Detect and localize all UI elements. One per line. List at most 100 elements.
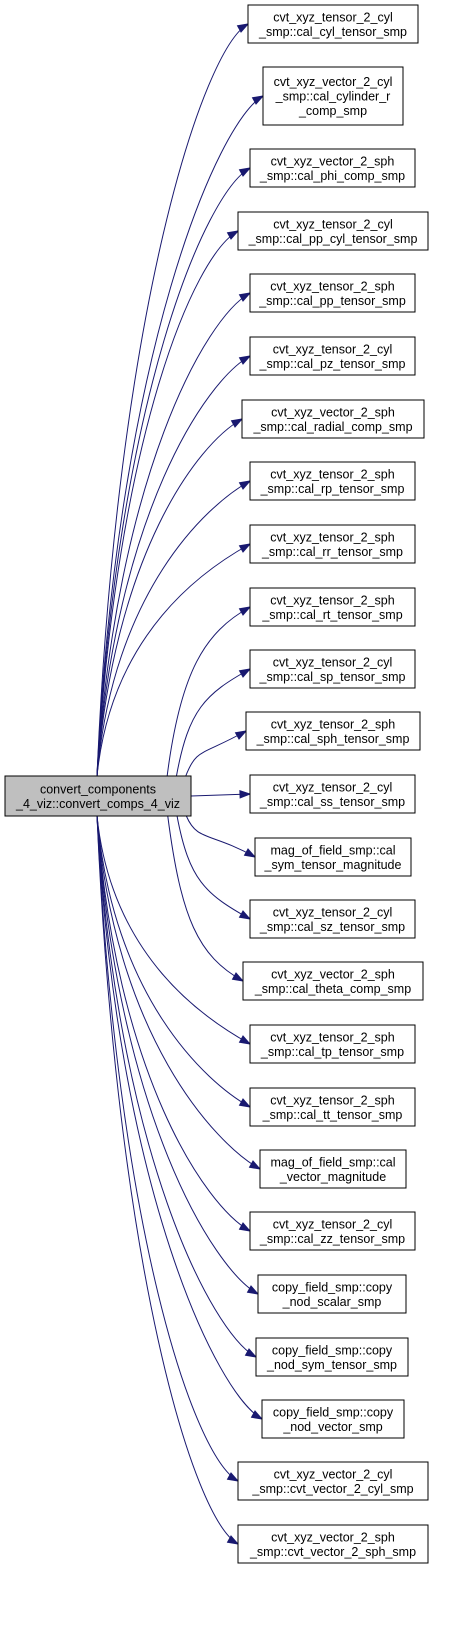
callee-node[interactable]: cvt_xyz_tensor_2_cyl_smp::cal_ss_tensor_… [249,774,416,814]
callee-node-box [249,1211,416,1251]
callee-node[interactable]: cvt_xyz_tensor_2_sph_smp::cal_tp_tensor_… [249,1024,416,1064]
callee-node[interactable]: cvt_xyz_tensor_2_sph_smp::cal_tt_tensor_… [249,1087,416,1127]
callee-node[interactable]: copy_field_smp::copy_nod_vector_smp [261,1399,405,1439]
edge-line [96,292,251,777]
callee-node-label-line: copy_field_smp::copy [272,1343,393,1357]
callee-node-box [259,1149,407,1189]
edge-arrowhead [238,355,252,365]
call-edge [96,292,252,777]
callee-node-label-line: _smp::cal_theta_comp_smp [254,982,411,996]
callee-node-box [249,336,416,376]
callee-node[interactable]: copy_field_smp::copy_nod_sym_tensor_smp [255,1337,409,1377]
edge-line [96,543,251,777]
callee-node-label-line: cvt_xyz_tensor_2_sph [270,530,394,544]
callee-node-box [249,774,416,814]
edge-line [96,815,261,1170]
call-edge [185,815,257,858]
callee-node-label-line: cvt_xyz_vector_2_cyl [274,75,393,89]
callee-node-label-line: _nod_vector_smp [282,1420,382,1434]
edge-arrowhead [234,730,248,740]
callee-node-box [254,837,412,877]
call-edge [176,815,252,920]
edge-line [96,815,251,1045]
callee-node-label-line: cvt_xyz_vector_2_sph [271,405,395,419]
callee-node-box [247,4,419,44]
call-edge [96,355,252,777]
edge-line [167,815,244,982]
callee-node-label-line: cvt_xyz_tensor_2_cyl [273,655,393,669]
call-edges [96,23,265,1545]
edge-arrowhead [231,972,245,982]
callee-node-box [242,961,424,1001]
callee-node-box [249,649,416,689]
call-edge [190,790,252,799]
edge-arrowhead [236,23,250,33]
edge-arrowhead [230,418,244,428]
callee-node[interactable]: cvt_xyz_vector_2_sph_smp::cal_theta_comp… [242,961,424,1001]
call-edge [96,95,265,777]
call-edge [96,815,262,1170]
callee-node-label-line: cvt_xyz_vector_2_sph [271,154,395,168]
call-edge [185,730,248,777]
callee-node[interactable]: cvt_xyz_tensor_2_cyl_smp::cal_sz_tensor_… [249,899,416,939]
callee-node[interactable]: cvt_xyz_vector_2_sph_smp::cal_radial_com… [241,399,425,439]
callee-node[interactable]: mag_of_field_smp::cal_sym_tensor_magnitu… [254,837,412,877]
callee-node[interactable]: cvt_xyz_tensor_2_sph_smp::cal_sph_tensor… [245,711,421,751]
call-edge [96,815,258,1358]
callee-node[interactable]: cvt_xyz_vector_2_sph_smp::cal_phi_comp_s… [249,148,416,188]
callee-node-label-line: cvt_xyz_tensor_2_cyl [273,780,393,794]
edge-line [96,480,251,777]
callee-node-label-line: mag_of_field_smp::cal [270,1155,395,1169]
call-edge [96,543,252,777]
callee-node[interactable]: cvt_xyz_tensor_2_cyl_smp::cal_cyl_tensor… [247,4,419,44]
edge-arrowhead [244,1348,258,1358]
callee-node-label-line: _smp::cal_sph_tensor_smp [256,732,410,746]
callee-node-box [249,273,416,313]
call-edge [96,167,252,777]
callee-node[interactable]: copy_field_smp::copy_nod_scalar_smp [257,1274,407,1314]
callee-node[interactable]: cvt_xyz_tensor_2_cyl_smp::cal_zz_tensor_… [249,1211,416,1251]
call-nodes: convert_components_4_viz::convert_comps_… [4,4,429,1564]
callee-node-box [262,66,404,126]
root-function-node[interactable]: convert_components_4_viz::convert_comps_… [4,775,192,817]
edge-arrowhead [238,167,252,177]
callee-node[interactable]: cvt_xyz_tensor_2_sph_smp::cal_rp_tensor_… [249,461,416,501]
callee-node-label-line: cvt_xyz_tensor_2_cyl [273,342,393,356]
callee-node-box [249,1024,416,1064]
callee-node[interactable]: cvt_xyz_tensor_2_cyl_smp::cal_pz_tensor_… [249,336,416,376]
callee-node[interactable]: mag_of_field_smp::cal_vector_magnitude [259,1149,407,1189]
edge-line [96,815,251,1108]
call-edge [96,815,260,1295]
edge-arrowhead [238,480,252,490]
call-edge [166,606,252,777]
callee-node[interactable]: cvt_xyz_vector_2_sph_smp::cvt_vector_2_s… [237,1524,429,1564]
edge-line [96,815,239,1545]
callee-node[interactable]: cvt_xyz_tensor_2_cyl_smp::cal_sp_tensor_… [249,649,416,689]
callee-node-label-line: cvt_xyz_tensor_2_sph [270,593,394,607]
edge-arrowhead [226,1535,240,1545]
callee-node-box [237,211,429,251]
callee-node-box [245,711,421,751]
edge-line [96,815,257,1358]
edge-arrowhead [243,848,257,858]
callee-node-label-line: _smp::cal_rr_tensor_smp [261,545,403,559]
edge-arrowhead [238,1035,252,1045]
edge-arrowhead [238,1222,252,1232]
callee-node[interactable]: cvt_xyz_tensor_2_sph_smp::cal_rr_tensor_… [249,524,416,564]
callee-node-label-line: cvt_xyz_tensor_2_sph [270,467,394,481]
edge-arrowhead [238,1098,252,1108]
callee-node[interactable]: cvt_xyz_vector_2_cyl_smp::cal_cylinder_r… [262,66,404,126]
callee-node[interactable]: cvt_xyz_vector_2_cyl_smp::cvt_vector_2_c… [237,1461,429,1501]
callee-node[interactable]: cvt_xyz_tensor_2_cyl_smp::cal_pp_cyl_ten… [237,211,429,251]
callee-node[interactable]: cvt_xyz_tensor_2_sph_smp::cal_rt_tensor_… [249,587,416,627]
callee-node-label-line: _smp::cal_rt_tensor_smp [261,608,402,622]
edge-line [176,815,251,920]
callee-node-label-line: cvt_xyz_tensor_2_cyl [273,905,393,919]
callee-node[interactable]: cvt_xyz_tensor_2_sph_smp::cal_pp_tensor_… [249,273,416,313]
edge-line [96,815,251,1232]
edge-line [96,230,239,777]
callee-node-label-line: copy_field_smp::copy [273,1405,394,1419]
callee-node-box [249,148,416,188]
callee-node-label-line: _smp::cal_cyl_tensor_smp [258,25,407,39]
